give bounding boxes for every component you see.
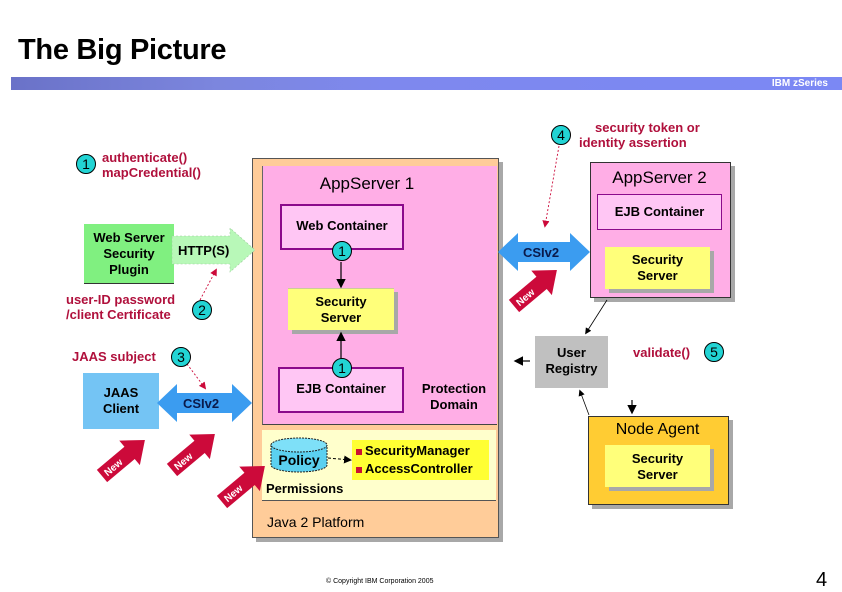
security-server-line2: Server [320, 310, 362, 325]
copyright: © Copyright IBM Corporation 2005 [326, 578, 434, 585]
jaas-client-line1: JAAS [103, 385, 139, 400]
new-marker-arrow: New [508, 270, 557, 313]
java-component-item: SecurityManager [356, 443, 470, 458]
bullet-icon [356, 448, 362, 455]
appserver2-ejb-container: EJB Container [597, 194, 722, 230]
user-registry-line1: User [557, 345, 586, 360]
http-arrow [171, 227, 256, 273]
java-components-box: SecurityManager AccessController [352, 440, 489, 480]
step1-badge: 1 [76, 154, 96, 174]
web-container-badge: 1 [332, 241, 352, 261]
protection-domain-line1: Protection [421, 381, 487, 396]
web-container-label: Web Container [296, 218, 388, 233]
appserver1-title: AppServer 1 [319, 174, 415, 193]
ejb-container: EJB Container [278, 367, 404, 413]
node-agent-security-server: Security Server [605, 445, 710, 487]
step1-line2: mapCredential() [102, 165, 201, 180]
security-server-line1: Security [631, 252, 684, 267]
access-controller-label: AccessController [365, 461, 473, 476]
jaas-client-line2: Client [102, 401, 140, 416]
step3-pointer [186, 363, 207, 390]
new-marker-arrow: New [216, 466, 265, 509]
step5-annotation: validate() [633, 345, 691, 360]
policy-arrow [327, 455, 352, 464]
appserver2-ejb-label: EJB Container [614, 204, 705, 219]
step2-annotation: user-ID password /client Certificate [66, 292, 175, 322]
step3-annotation: JAAS subject [72, 349, 156, 364]
step4-annotation: security token or identity assertion [579, 120, 700, 150]
security-manager-label: SecurityManager [365, 443, 470, 458]
plugin-line3: Plugin [109, 262, 149, 277]
ejb-container-label: EJB Container [296, 381, 386, 396]
appserver2-to-registry-arrow [585, 299, 608, 335]
security-server-line2: Server [637, 268, 678, 283]
new-marker-arrow: New [96, 440, 145, 483]
header-banner: IBM zSeries [11, 77, 842, 90]
step2-line1: user-ID password [66, 292, 176, 307]
protection-domain-label: Protection Domain [412, 381, 496, 413]
permissions-label: Permissions [266, 481, 344, 496]
plugin-line1: Web Server [93, 230, 165, 245]
nodeagent-to-registry-arrow [578, 389, 590, 416]
plugin-line2: Security [103, 246, 155, 261]
step1-annotation: authenticate() mapCredential() [102, 150, 201, 180]
csiv2-left-label: CSIv2 [183, 396, 220, 411]
new-marker-arrow: New [166, 434, 215, 477]
step2-line2: /client Certificate [66, 307, 171, 322]
user-registry: User Registry [535, 336, 608, 388]
appserver2-security-server: Security Server [605, 247, 710, 289]
step2-pointer [199, 268, 217, 301]
step4-badge: 4 [551, 125, 571, 145]
security-server-line1: Security [631, 451, 684, 466]
step4-pointer [542, 145, 560, 228]
step4-line1: security token or [595, 120, 700, 135]
step3-badge: 3 [171, 347, 191, 367]
bullet-icon [356, 466, 362, 473]
java-platform-label: Java 2 Platform [267, 514, 365, 530]
csiv2-right-label: CSIv2 [523, 245, 560, 260]
ejb-container-badge: 1 [332, 358, 352, 378]
java-component-item: AccessController [356, 461, 473, 476]
appserver2-title: AppServer 2 [612, 168, 707, 187]
policy-label: Policy [278, 452, 320, 468]
node-agent-title: Node Agent [615, 421, 700, 438]
csiv2-left-arrow [157, 384, 252, 422]
user-registry-line2: Registry [545, 361, 598, 376]
step1-line1: authenticate() [102, 150, 188, 165]
page-number: 4 [816, 569, 828, 591]
http-label: HTTP(S) [178, 243, 230, 258]
policy-database-icon [270, 437, 328, 473]
security-server-line2: Server [637, 467, 678, 482]
appserver1-security-server: Security Server [288, 288, 394, 330]
csiv2-right-arrow [498, 233, 590, 271]
web-server-security-plugin: Web Server Security Plugin [84, 224, 174, 284]
step2-badge: 2 [192, 300, 212, 320]
jaas-client: JAAS Client [83, 373, 159, 429]
protection-domain-line2: Domain [430, 397, 478, 412]
slide-title: The Big Picture [18, 34, 227, 66]
security-server-line1: Security [315, 294, 367, 309]
step5-badge: 5 [704, 342, 724, 362]
step4-line2: identity assertion [579, 135, 687, 150]
brand-label: IBM zSeries [771, 78, 828, 89]
